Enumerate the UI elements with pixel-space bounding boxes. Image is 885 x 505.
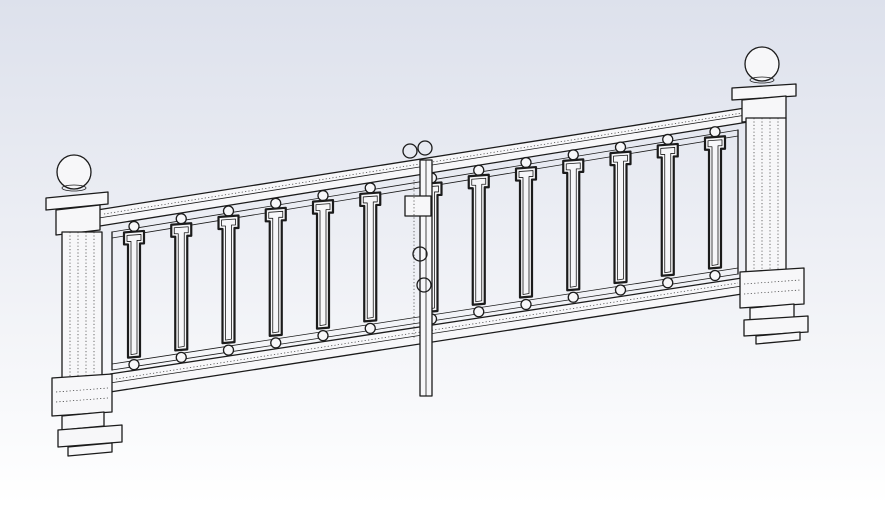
baluster-12 (656, 133, 679, 289)
right-finial-ball (744, 46, 780, 82)
center-bolt (402, 140, 433, 397)
baluster-group (122, 126, 727, 371)
baluster-3 (217, 205, 240, 356)
right-post (731, 46, 809, 345)
baluster-1 (122, 220, 146, 371)
left-post-foot (67, 442, 113, 457)
baluster-9 (514, 156, 538, 311)
baluster-10 (562, 149, 585, 303)
left-finial-ball (56, 154, 92, 190)
baluster-8 (467, 164, 490, 318)
double-ring-bolt-icon (402, 143, 418, 159)
baluster-13 (703, 126, 727, 282)
baluster-2 (170, 213, 193, 364)
right-post-base-bracket (739, 267, 805, 309)
left-post (45, 154, 123, 457)
baluster-11 (609, 141, 632, 296)
baluster-4 (264, 197, 287, 349)
right-post-foot (755, 331, 801, 345)
baluster-5 (311, 189, 335, 342)
left-post-base-bracket (51, 373, 113, 417)
baluster-6 (359, 182, 382, 335)
